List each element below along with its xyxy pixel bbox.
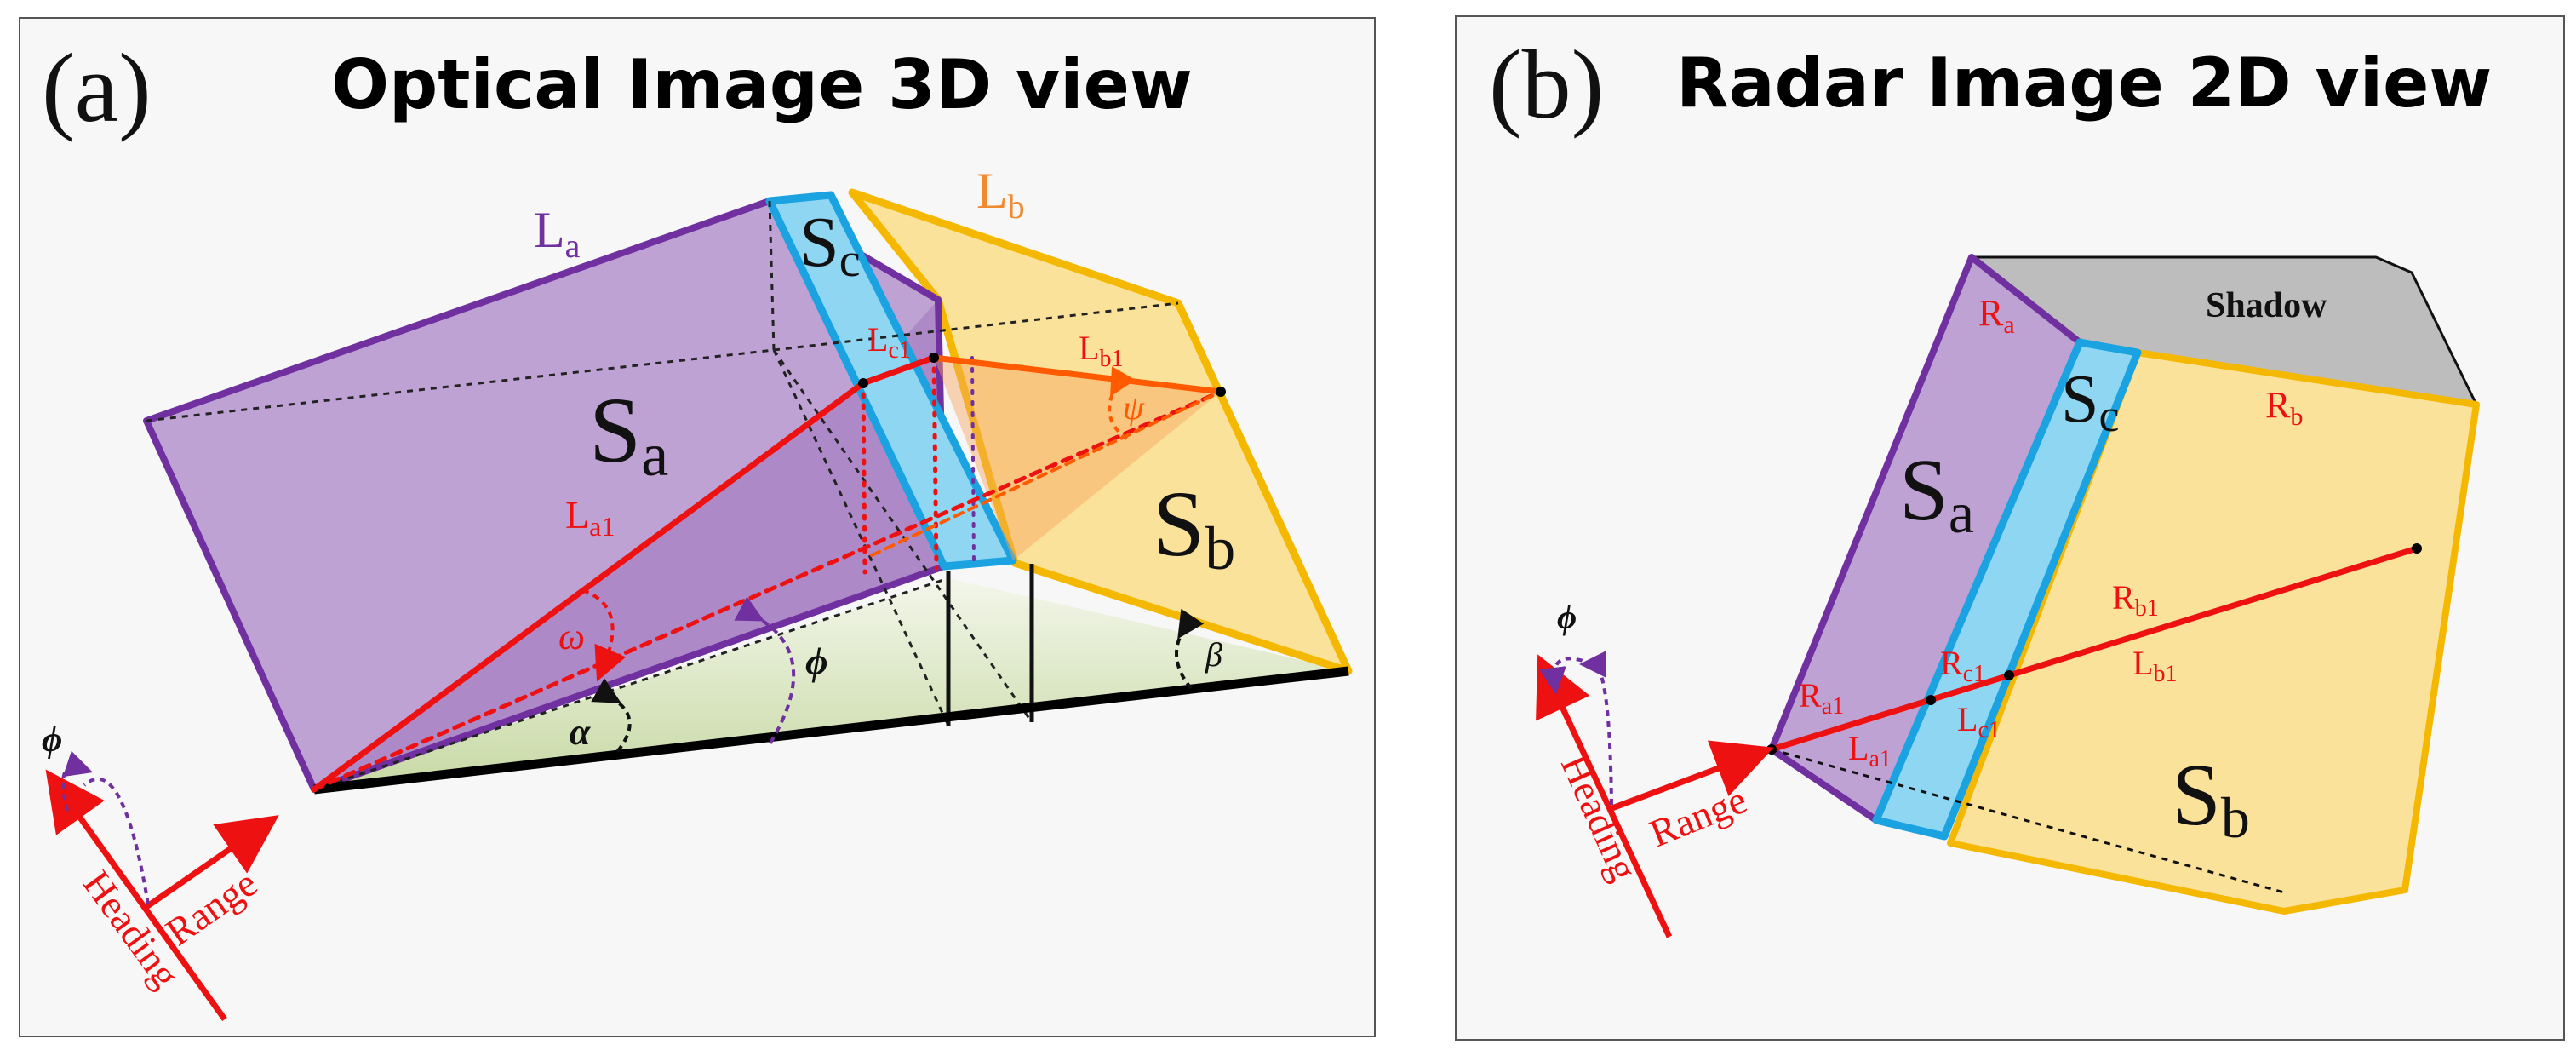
radar-2d-diagram: (b) Radar Image 2D view Shadow Ra Sc Rb … <box>1489 31 2492 938</box>
label-rb1: Rb1 <box>2112 578 2159 622</box>
label-lc1: Lc1 <box>1957 700 2001 743</box>
panel-tag: (a) <box>42 34 152 143</box>
label-omega: ω <box>558 616 585 657</box>
panel-radar-2d: (b) Radar Image 2D view Shadow Ra Sc Rb … <box>1455 15 2565 1041</box>
omega-arc <box>581 588 627 682</box>
face-sa-shading <box>314 300 944 789</box>
label-sb: Sb <box>1153 472 1235 583</box>
ground-baseline <box>313 666 1349 795</box>
ground-plane <box>314 578 1348 789</box>
compass-heading: Heading <box>1553 748 1646 887</box>
panel-optical-3d: (a) Optical Image 3D view La Lb Sc Sa Sb… <box>19 17 1376 1037</box>
label-sa: Sa <box>1899 441 1974 545</box>
face-sa <box>143 198 947 793</box>
label-sa: Sa <box>589 378 668 489</box>
dashed-diagonal <box>1771 748 2285 894</box>
face-sb-shading <box>934 358 1221 560</box>
path-r1 <box>1770 545 2419 753</box>
label-lb1: Lb1 <box>1079 329 1123 372</box>
vertical-edges <box>946 564 1034 726</box>
label-lb: Lb <box>976 163 1025 226</box>
label-psi: ψ <box>1123 388 1145 427</box>
panel-title: Optical Image 3D view <box>331 45 1193 124</box>
label-alpha: α <box>570 711 591 753</box>
path-vertices <box>858 353 1226 397</box>
label-lc1: Lc1 <box>867 320 911 364</box>
label-ra: Ra <box>1978 292 2015 339</box>
projection-dotted-lines <box>861 355 939 575</box>
label-sc: Sc <box>799 203 861 287</box>
label-shadow: Shadow <box>2206 286 2327 325</box>
label-la1: La1 <box>1848 729 1892 772</box>
label-beta: β <box>1205 635 1222 674</box>
label-phi: ϕ <box>805 640 828 683</box>
optical-3d-diagram: (a) Optical Image 3D view La Lb Sc Sa Sb… <box>42 34 1353 1022</box>
face-sc <box>1872 338 2142 841</box>
label-rb: Rb <box>2265 384 2303 431</box>
label-rc1: Rc1 <box>1940 644 1985 687</box>
label-lb1: Lb1 <box>2132 644 2177 687</box>
compass-radar: ϕ Heading Range <box>1536 598 1774 938</box>
hidden-edges <box>146 200 1179 791</box>
label-sc: Sc <box>2061 362 2119 441</box>
face-sc <box>765 191 1017 571</box>
label-la1: La1 <box>565 493 615 542</box>
compass-phi: ϕ <box>42 720 62 760</box>
compass-phi: ϕ <box>1557 598 1577 636</box>
panel-title: Radar Image 2D view <box>1676 43 2492 123</box>
face-sb <box>1947 349 2480 915</box>
psi-arc <box>1108 366 1136 442</box>
phi-arc <box>734 596 795 746</box>
panel-tag: (b) <box>1489 31 1604 140</box>
projection-dotted-purple <box>970 356 976 565</box>
compass-range: Range <box>157 861 265 954</box>
compass-optical: ϕ Heading Range <box>42 720 279 1022</box>
label-sb: Sb <box>2172 746 2250 850</box>
label-ra1: Ra1 <box>1799 676 1844 720</box>
label-la: La <box>534 202 581 265</box>
